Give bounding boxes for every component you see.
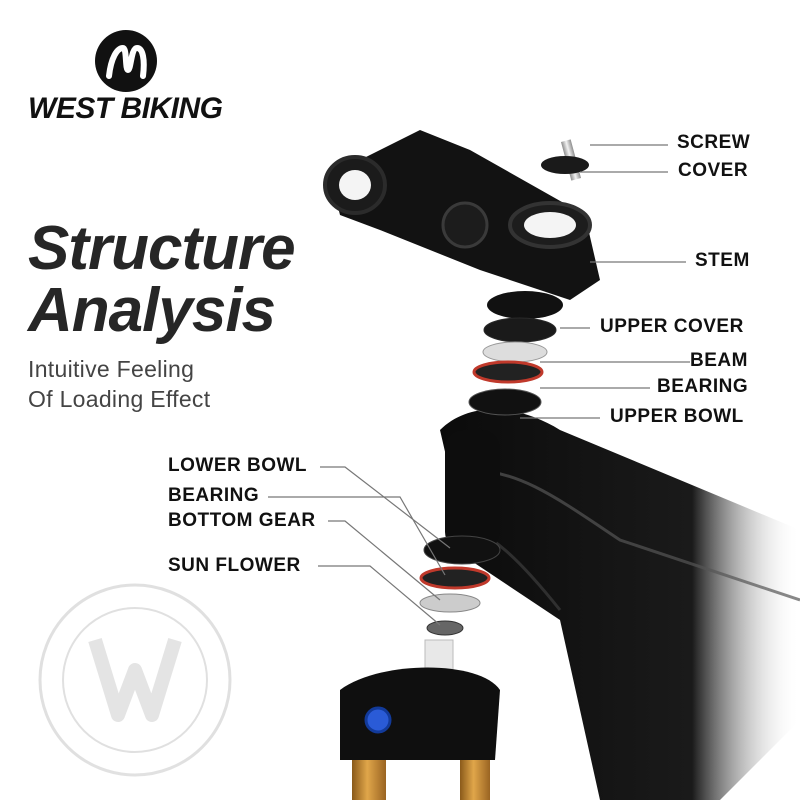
- label-upper-cover: UPPER COVER: [600, 316, 744, 337]
- subtitle-line-1: Intuitive Feeling: [28, 356, 195, 382]
- subtitle-line-2: Of Loading Effect: [28, 386, 211, 412]
- label-screw: SCREW: [677, 132, 751, 153]
- bike-frame: [440, 409, 800, 800]
- lower-headset-stack: [419, 535, 501, 636]
- label-upper-bowl: UPPER BOWL: [610, 406, 744, 427]
- label-beam: BEAM: [690, 350, 748, 371]
- headline-line-1: Structure: [28, 214, 296, 283]
- watermark-seal: [38, 583, 232, 777]
- brand-logo-icon: [95, 30, 157, 92]
- upper-headset-stack: [468, 291, 563, 416]
- brand-name: WEST BIKING: [28, 92, 223, 125]
- headline-line-2: Analysis: [28, 276, 276, 345]
- label-bottom-gear: BOTTOM GEAR: [168, 510, 316, 531]
- suspension-fork: [340, 639, 500, 800]
- top-cap-screw: [541, 139, 589, 181]
- label-bearing-top: BEARING: [657, 376, 749, 397]
- label-bearing-bottom: BEARING: [168, 485, 260, 506]
- label-lower-bowl: LOWER BOWL: [168, 455, 308, 476]
- label-sun-flower: SUN FLOWER: [168, 555, 301, 576]
- stem-illustration: [323, 130, 600, 300]
- label-stem: STEM: [695, 250, 750, 271]
- label-cover: COVER: [678, 160, 749, 181]
